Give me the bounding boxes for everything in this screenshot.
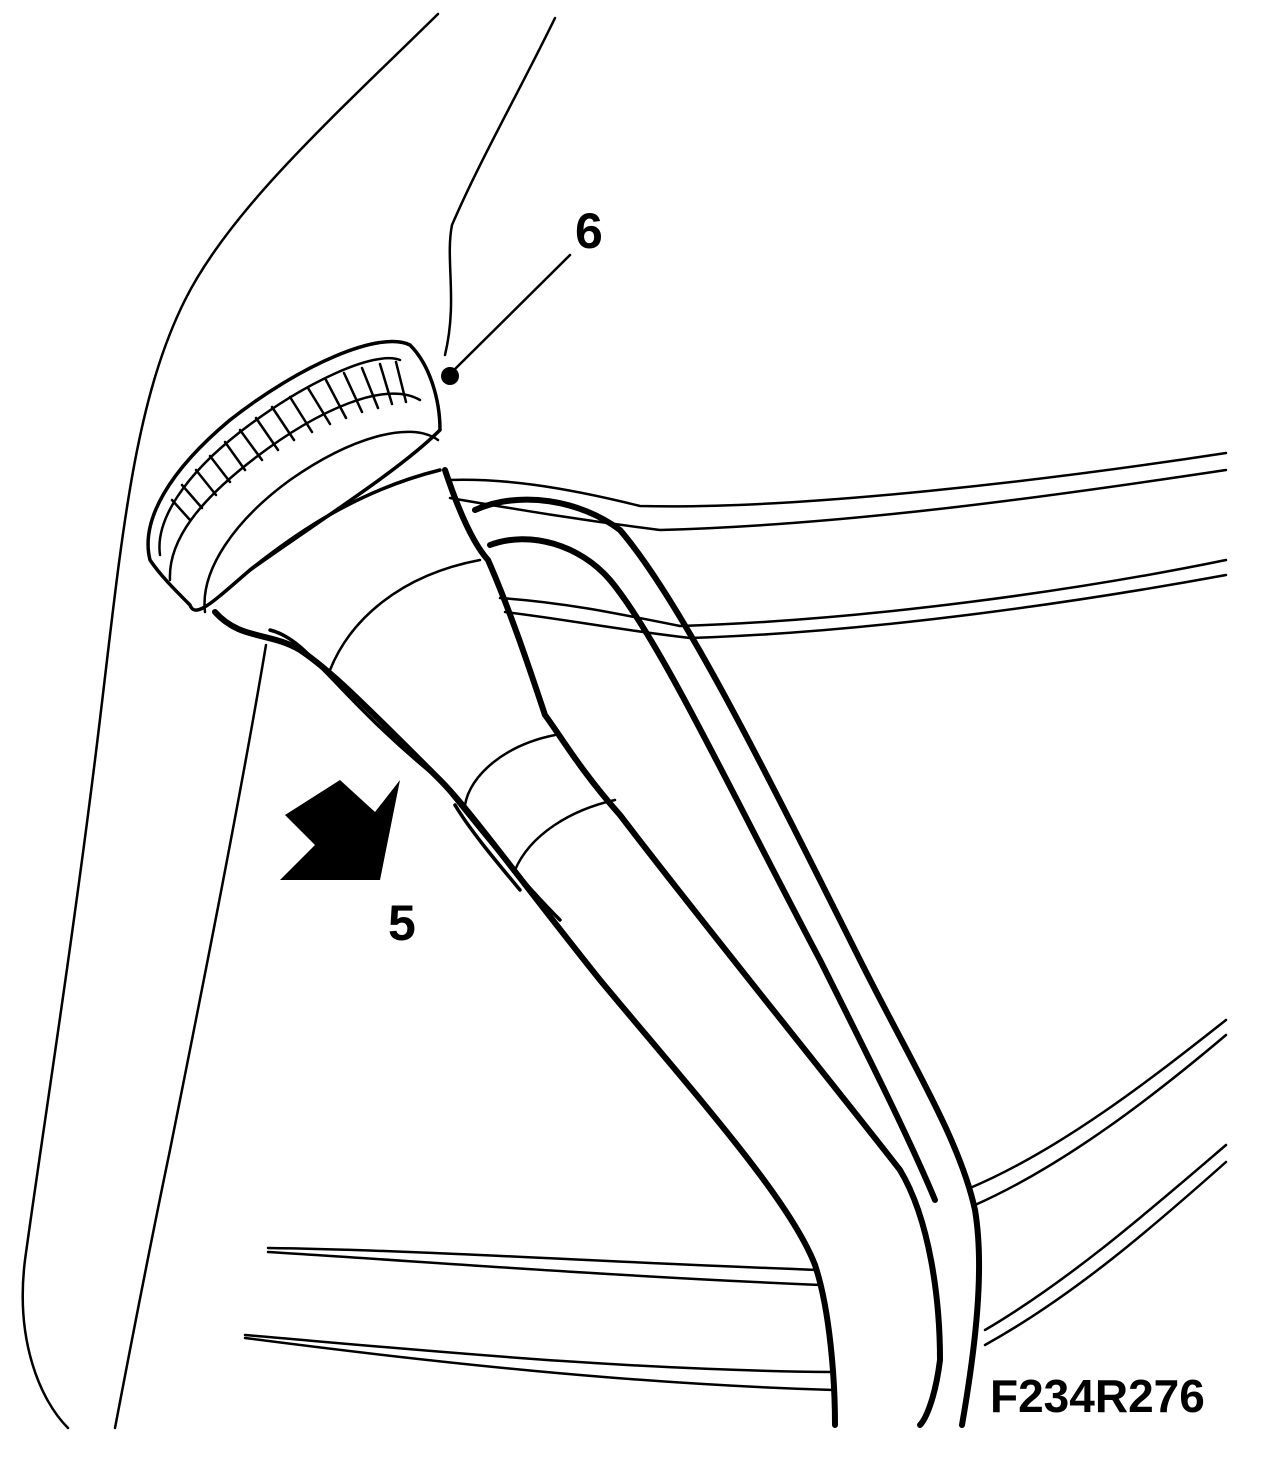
body-panel-outline [21, 12, 557, 1430]
filler-neck-pipe [212, 467, 983, 1428]
upper-rails [446, 451, 1228, 640]
callout-6-label: 6 [575, 203, 603, 259]
filler-cap [146, 339, 442, 614]
lower-rails [243, 1018, 1228, 1392]
callout-6: 6 [441, 203, 603, 385]
callout-5-label: 5 [388, 895, 416, 951]
callout-5: 5 [280, 780, 416, 951]
direction-arrow-icon [280, 780, 400, 880]
figure-code: F234R276 [990, 1370, 1205, 1422]
callout-6-dot [441, 367, 459, 385]
